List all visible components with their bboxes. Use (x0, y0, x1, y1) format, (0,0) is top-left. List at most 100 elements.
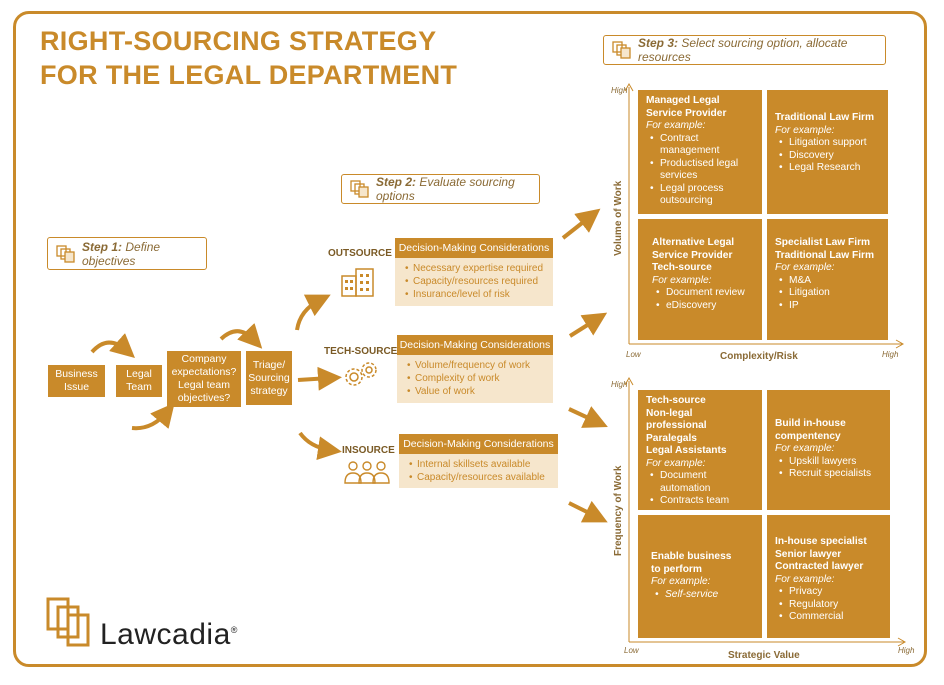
insource-dmc-body: Internal skillsets available Capacity/re… (399, 454, 558, 488)
arrow-to-top-matrix-1 (561, 208, 601, 240)
arrow-to-techsource (297, 366, 342, 391)
bottom-cell-in-house-specialist: In-house specialist Senior lawyer Contra… (767, 515, 890, 638)
cell-title: Enable business to perform (651, 551, 732, 575)
cell-item: Discovery (779, 150, 880, 163)
cell-title: Build in-house compentency (775, 418, 846, 442)
cell-item: Regulatory (779, 599, 882, 612)
cell-item: eDiscovery (656, 300, 754, 313)
step2-text: Evaluate sourcing options (376, 175, 515, 203)
top-matrix-axes (624, 82, 905, 349)
arrow-to-bottom-matrix-2 (568, 500, 608, 523)
cell-item: Litigation (779, 287, 880, 300)
triage-box: Triage/ Sourcing strategy (246, 351, 292, 405)
top-cell-specialist-law: Specialist Law Firm Traditional Law Firm… (767, 219, 888, 340)
arrow-issue-to-team (90, 333, 135, 358)
techsource-item: Value of work (407, 385, 553, 398)
cell-item: Contracts team (650, 495, 754, 508)
cell-example-label: For example: (775, 262, 835, 273)
cell-item: Upskill lawyers (779, 456, 882, 469)
cell-item: Privacy (779, 586, 882, 599)
top-x-low: Low (626, 350, 641, 359)
outsource-label: OUTSOURCE (328, 248, 392, 259)
cell-title: Managed Legal Service Provider (646, 95, 727, 119)
arrow-to-insource (298, 431, 342, 461)
outsource-item: Insurance/level of risk (405, 288, 553, 301)
top-y-axis-title: Volume of Work (613, 180, 624, 256)
arrow-expectations-to-triage (219, 323, 263, 349)
cell-item: M&A (779, 275, 880, 288)
techsource-label: TECH-SOURCE (324, 346, 398, 357)
bottom-y-high: High (611, 380, 628, 389)
title-line-1: RIGHT-SOURCING STRATEGY (40, 26, 437, 56)
techsource-item: Complexity of work (407, 372, 553, 385)
arrow-to-outsource (295, 294, 331, 331)
cell-item: Document review (656, 287, 754, 300)
cell-example-label: For example: (652, 274, 712, 286)
bottom-y-axis-title: Frequency of Work (613, 465, 624, 556)
title-line-2: FOR THE LEGAL DEPARTMENT (40, 60, 458, 90)
page-frame (13, 11, 927, 667)
top-y-high: High (611, 86, 628, 95)
techsource-dmc-header: Decision-Making Considerations (397, 335, 553, 355)
arrow-team-to-expectations (131, 402, 175, 431)
cell-example-label: For example: (775, 573, 835, 585)
bottom-matrix-axes (624, 376, 907, 647)
lawcadia-logo-icon (46, 597, 90, 647)
company-expectations-box: Company expectations? Legal team objecti… (167, 351, 241, 407)
cell-item: Legal Research (779, 162, 880, 175)
bottom-cell-enable-business: Enable business to perform For example: … (638, 515, 762, 638)
gears-icon (345, 362, 377, 386)
cell-example-label: For example: (646, 457, 706, 469)
cell-item: Self-service (655, 589, 754, 602)
outsource-dmc-header: Decision-Making Considerations (395, 238, 553, 258)
top-cell-managed-legal: Managed Legal Service Provider For examp… (638, 90, 762, 214)
cell-item: Recruit specialists (779, 468, 882, 481)
top-cell-alternative-legal: Alternative Legal Service Provider Tech-… (638, 219, 762, 340)
cell-item: Contract management (650, 133, 754, 158)
techsource-item: Volume/frequency of work (407, 359, 553, 372)
cell-title: Tech-source Non-legal professional Paral… (646, 395, 727, 456)
cell-item: Legal process outsourcing (650, 183, 754, 208)
page-title: RIGHT-SOURCING STRATEGY FOR THE LEGAL DE… (40, 24, 457, 92)
cell-example-label: For example: (651, 576, 711, 587)
bottom-cell-build-in-house: Build in-house compentency For example: … (767, 390, 890, 510)
cell-item: Productised legal services (650, 158, 754, 183)
insource-label: INSOURCE (342, 445, 395, 456)
cell-title: Specialist Law Firm Traditional Law Firm (775, 237, 875, 261)
top-x-axis-title: Complexity/Risk (720, 351, 798, 362)
outsource-item: Capacity/resources required (405, 275, 553, 288)
step2-box: Step 2: Evaluate sourcing options (341, 174, 540, 204)
bottom-cell-tech-source: Tech-source Non-legal professional Paral… (638, 390, 762, 510)
cell-title: In-house specialist Senior lawyer Contra… (775, 536, 867, 572)
step-icon (350, 180, 369, 198)
step1-text: Define objectives (82, 239, 161, 268)
arrow-to-bottom-matrix-1 (568, 406, 608, 428)
insource-item: Capacity/resources available (409, 471, 558, 484)
techsource-dmc-body: Volume/frequency of work Complexity of w… (397, 355, 553, 403)
cell-example-label: For example: (775, 124, 835, 136)
step3-label: Step 3: (638, 36, 679, 50)
business-issue-box: Business Issue (48, 365, 105, 397)
step-icon (612, 41, 631, 59)
cell-title: Alternative Legal Service Provider Tech-… (652, 237, 735, 273)
cell-example-label: For example: (775, 443, 835, 454)
cell-title: Traditional Law Firm (775, 112, 875, 123)
step1-label: Step 1: (82, 239, 123, 254)
bottom-x-axis-title: Strategic Value (728, 650, 800, 661)
outsource-dmc-body: Necessary expertise required Capacity/re… (395, 258, 553, 306)
step-icon (56, 244, 75, 263)
outsource-item: Necessary expertise required (405, 262, 553, 275)
logo-name: Lawcadia (100, 618, 231, 651)
people-icon (344, 461, 390, 484)
top-cell-traditional-law: Traditional Law Firm For example: Litiga… (767, 90, 888, 214)
cell-example-label: For example: (646, 120, 706, 131)
cell-item: Document automation (650, 470, 754, 495)
cell-item: Commercial (779, 611, 882, 624)
insource-item: Internal skillsets available (409, 458, 558, 471)
bottom-x-low: Low (624, 646, 639, 655)
cell-item: Litigation support (779, 137, 880, 150)
lawcadia-logo-text: Lawcadia® (100, 618, 238, 652)
legal-team-box: Legal Team (116, 365, 162, 397)
building-icon (341, 268, 374, 297)
